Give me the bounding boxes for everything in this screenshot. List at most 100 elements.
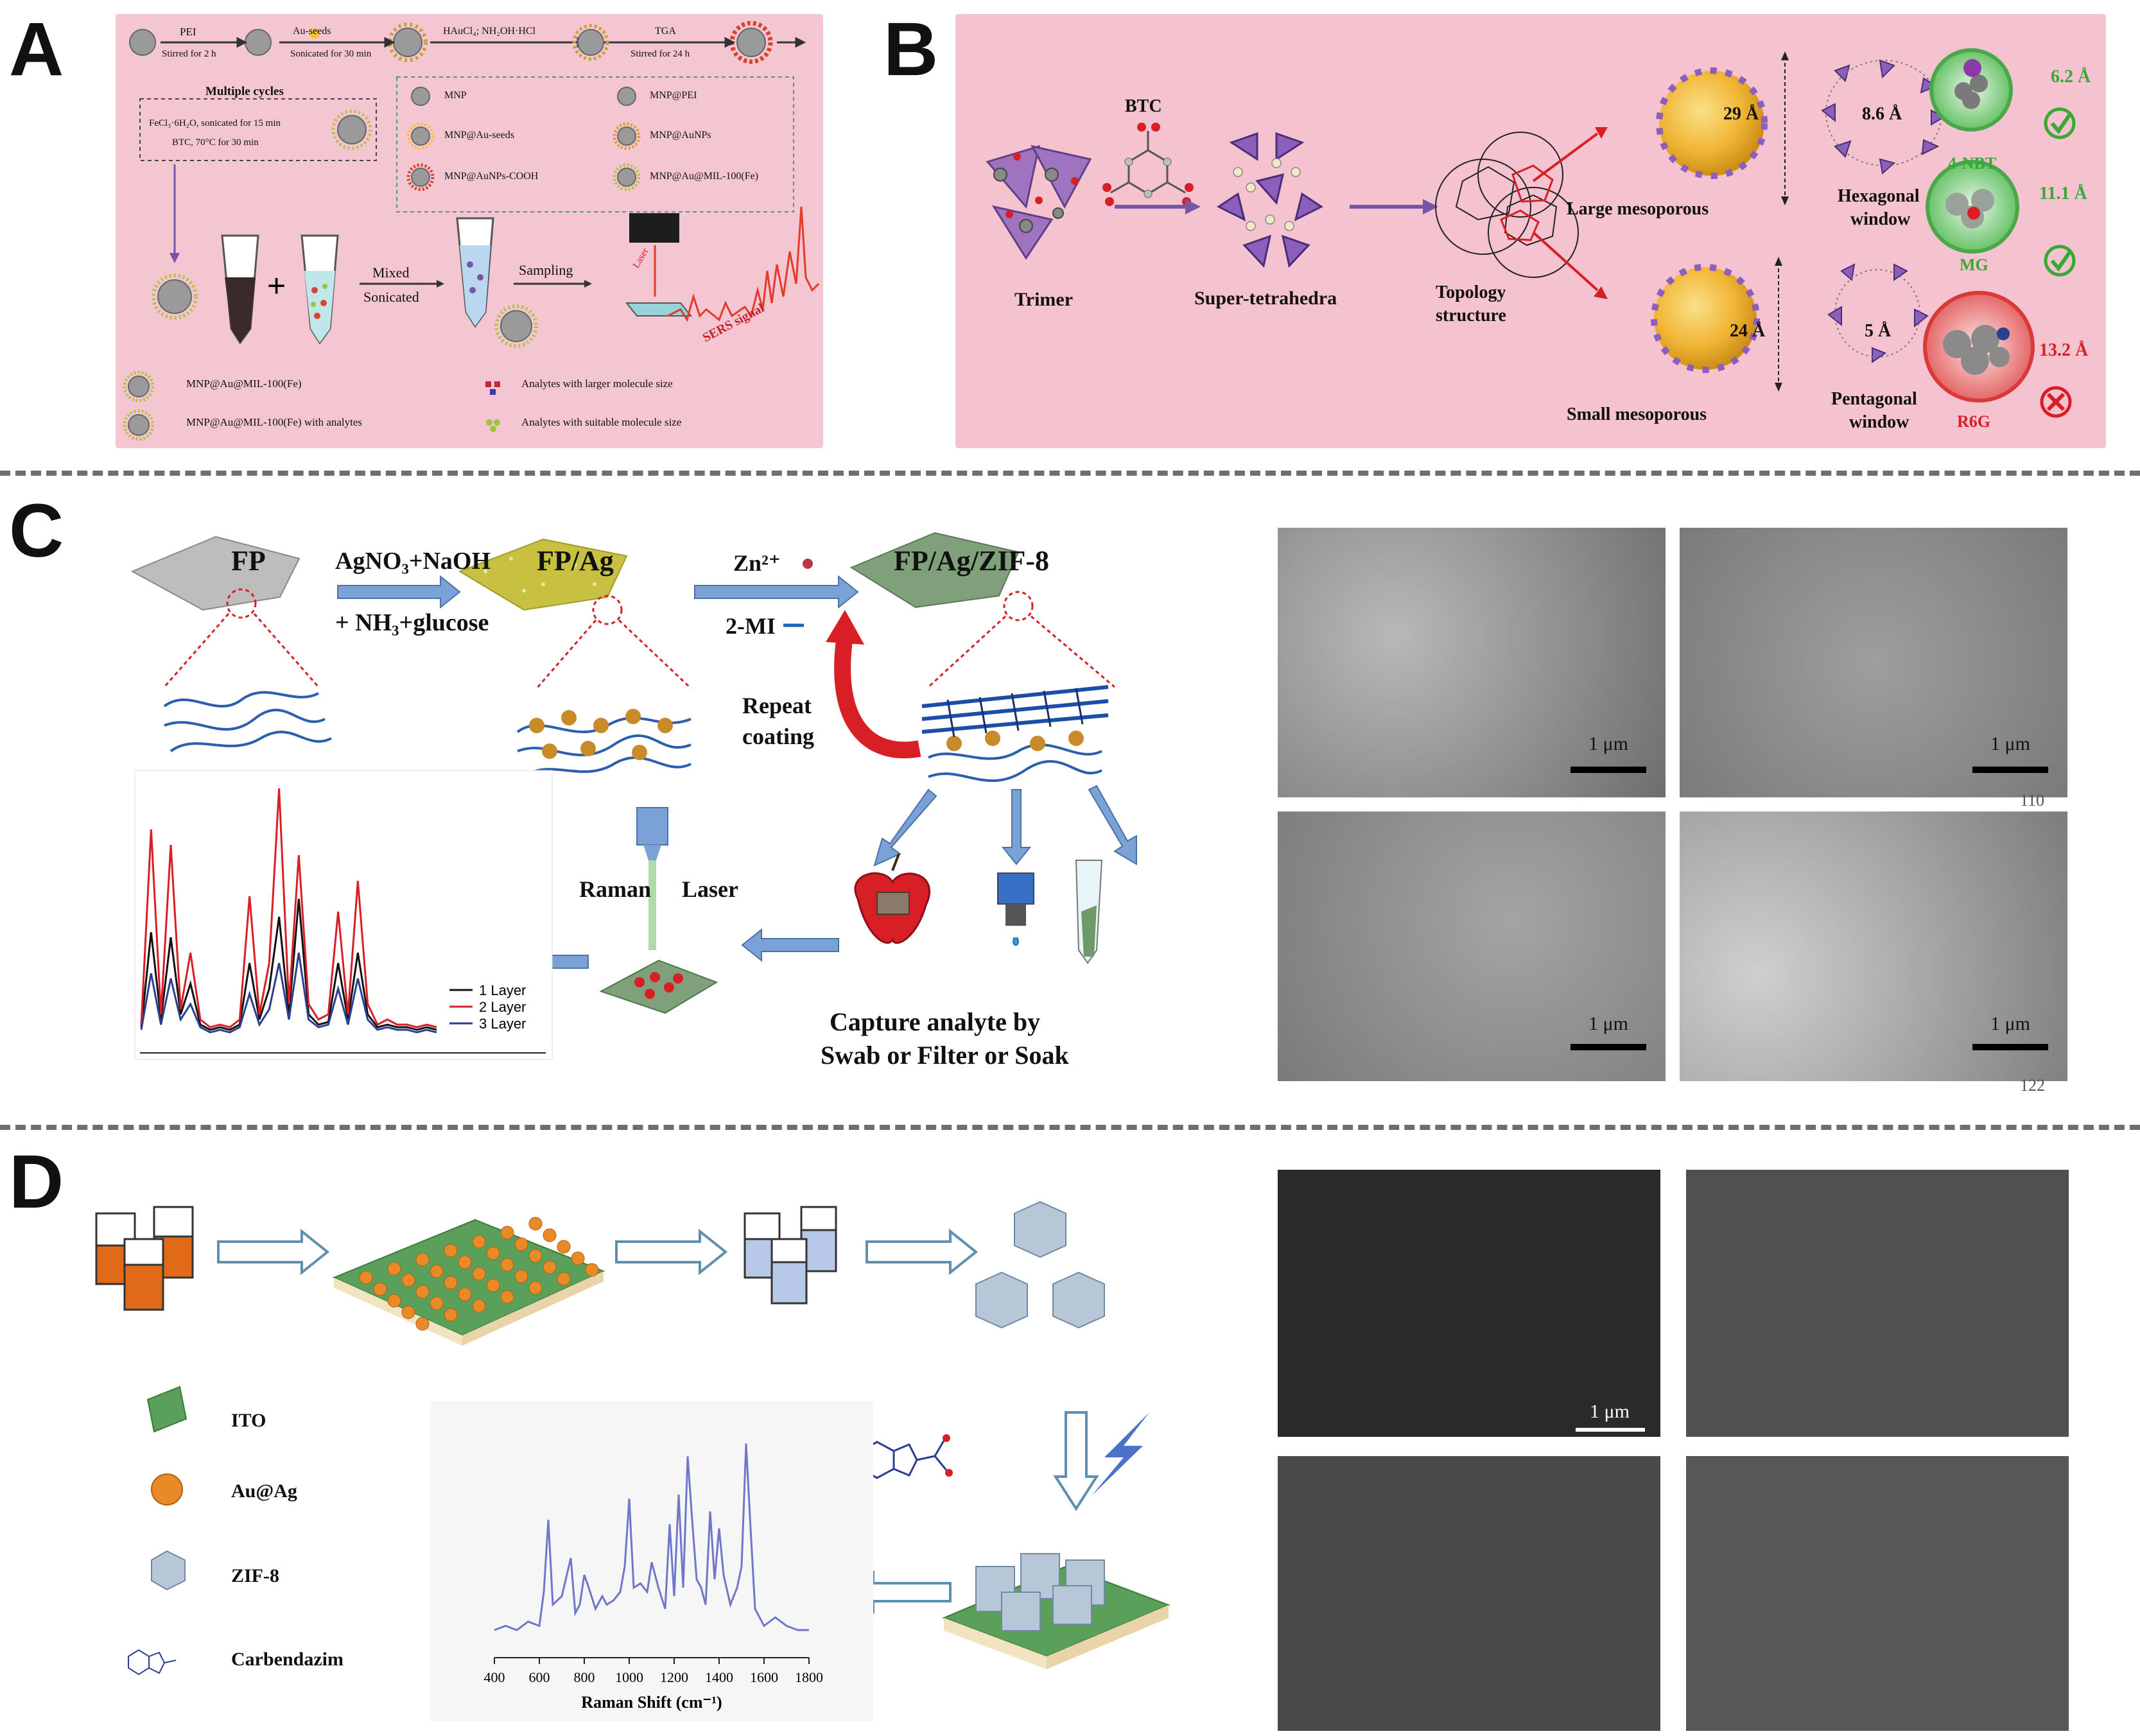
au-ag-dot <box>486 1278 500 1292</box>
d-x-tick-label: 800 <box>574 1669 595 1685</box>
b-window-5: 5 Å <box>1865 321 1892 341</box>
c-sem-scale-bar-1 <box>1570 767 1646 773</box>
b-btc: BTC <box>1125 96 1162 116</box>
c-2mi: 2-MI <box>726 613 776 639</box>
d-x-tick-label: 1000 <box>615 1669 643 1685</box>
b-dim-29: 29 Å <box>1723 104 1759 124</box>
b-hexagonal-1: Hexagonal <box>1838 186 1920 206</box>
d-sem-image-4 <box>1686 1456 2069 1731</box>
panel-label-d: D <box>9 1140 64 1224</box>
b-pentagonal-2: window <box>1849 412 1909 432</box>
c-sem-corner-1: 110 <box>2020 791 2045 810</box>
panel-label-a: A <box>9 7 64 92</box>
au-ag-dot <box>387 1262 401 1276</box>
au-ag-dot <box>486 1246 500 1260</box>
au-ag-dot <box>444 1308 458 1322</box>
au-ag-dot <box>373 1282 387 1296</box>
c-sem-scale-text-4: 1 μm <box>1990 1013 2030 1034</box>
c-repeat: Repeat <box>742 693 812 718</box>
a-mixed: Mixed <box>372 265 410 281</box>
c-coating: coating <box>742 724 814 749</box>
c-legend-label-3: 3 Layer <box>479 1016 526 1032</box>
au-ag-dot <box>415 1253 430 1267</box>
b-large-mesoporous: Large mesoporous <box>1567 199 1709 219</box>
d-x-tick-label: 1600 <box>750 1669 778 1685</box>
c-spectrum-line-2 <box>140 788 437 1029</box>
d-legend-zif8: ZIF-8 <box>231 1565 279 1586</box>
au-ag-dot <box>585 1263 599 1277</box>
divider-top <box>0 471 2140 476</box>
c-legend-label-2: 2 Layer <box>479 999 526 1015</box>
d-legend-ito: ITO <box>231 1410 266 1431</box>
b-size-62: 6.2 Å <box>2051 67 2091 87</box>
c-sem-scale-bar-3 <box>1570 1044 1646 1050</box>
c-sem-image-1 <box>1278 528 1666 797</box>
c-sem-image-3 <box>1278 812 1666 1081</box>
a-legend-bottom-1: MNP@Au@MIL-100(Fe) <box>186 378 302 390</box>
au-ag-dot <box>571 1251 585 1265</box>
svg-text:+: + <box>267 268 286 304</box>
d-sem-scale-bar <box>1576 1428 1645 1432</box>
b-size-132: 13.2 Å <box>2039 340 2089 360</box>
a-legend-aunps-cooh: MNP@AuNPs-COOH <box>444 171 539 182</box>
d-x-tick-label: 1200 <box>660 1669 688 1685</box>
au-ag-dot <box>444 1244 458 1258</box>
c-capture-2: Swab or Filter or Soak <box>821 1041 1069 1070</box>
b-molecule-mg: MG <box>1960 256 1988 274</box>
c-agno3-naoh: AgNO₃+NaOH <box>335 548 491 575</box>
d-x-tick-label: 600 <box>529 1669 550 1685</box>
a-step-sonicated-30: Sonicated for 30 min <box>290 49 372 59</box>
au-ag-dot <box>514 1237 528 1251</box>
b-super-tetrahedra: Super-tetrahedra <box>1194 288 1337 309</box>
c-legend-label-1: 1 Layer <box>479 982 526 998</box>
a-cycles-line1: FeCl₃·6H₂O, sonicated for 15 min <box>149 118 281 128</box>
a-step-pei: PEI <box>180 26 196 38</box>
a-cycles-title: Multiple cycles <box>205 85 284 98</box>
au-ag-dot <box>401 1273 415 1287</box>
c-zn2: Zn²⁺ <box>733 550 781 576</box>
au-ag-dot <box>500 1290 514 1304</box>
au-ag-dot <box>557 1272 571 1286</box>
au-ag-dot <box>415 1317 430 1331</box>
c-raman: Raman <box>579 876 652 902</box>
d-sem-scale-text: 1 μm <box>1590 1401 1630 1422</box>
b-pentagonal-1: Pentagonal <box>1831 389 1917 409</box>
au-ag-dot <box>472 1267 486 1281</box>
panel-d-scheme <box>95 1201 1170 1676</box>
b-topology-2: structure <box>1436 306 1506 326</box>
a-step-au-seeds: Au-seeds <box>293 26 331 37</box>
b-trimer: Trimer <box>1014 289 1074 310</box>
d-legend-carbendazim: Carbendazim <box>231 1649 344 1670</box>
c-label-fp-ag-zif8: FP/Ag/ZIF-8 <box>894 545 1049 577</box>
c-sem-scale-bar-2 <box>1972 767 2048 773</box>
d-x-tick-label: 1800 <box>795 1669 823 1685</box>
au-ag-dot <box>444 1276 458 1290</box>
b-hexagonal-2: window <box>1850 209 1911 229</box>
b-molecule-r6g: R6G <box>1957 412 1990 431</box>
au-ag-dot <box>500 1226 514 1240</box>
b-small-mesoporous: Small mesoporous <box>1567 404 1707 424</box>
c-capture-1: Capture analyte by <box>830 1007 1041 1036</box>
a-legend-bottom-2: MNP@Au@MIL-100(Fe) with analytes <box>186 416 363 428</box>
c-laser: Laser <box>682 876 738 902</box>
a-step-tga: TGA <box>655 26 676 37</box>
b-molecule-4nbt: 4-NBT <box>1948 154 1997 173</box>
c-sem-image-2 <box>1680 528 2067 797</box>
d-legend-auag: Au@Ag <box>231 1480 297 1502</box>
a-legend-bottom-3: Analytes with larger molecule size <box>521 378 673 390</box>
b-topology-1: Topology <box>1436 282 1506 302</box>
au-ag-dot <box>401 1305 415 1319</box>
divider-bottom <box>0 1125 2140 1130</box>
au-ag-dot <box>528 1217 543 1231</box>
c-spectrum-line-3 <box>140 952 437 1034</box>
au-ag-dot <box>543 1260 557 1274</box>
a-legend-mil100: MNP@Au@MIL-100(Fe) <box>650 171 759 182</box>
a-legend-bottom-4: Analytes with suitable molecule size <box>521 416 682 428</box>
b-dim-24: 24 Å <box>1730 321 1766 341</box>
b-window-86: 8.6 Å <box>1862 104 1902 124</box>
a-legend-mnp-aunps: MNP@AuNPs <box>650 130 711 141</box>
c-label-fp: FP <box>231 545 266 577</box>
b-size-111: 11.1 Å <box>2039 184 2087 204</box>
a-step-stirred-2h: Stirred for 2 h <box>162 49 216 59</box>
d-x-tick-label: 400 <box>484 1669 505 1685</box>
